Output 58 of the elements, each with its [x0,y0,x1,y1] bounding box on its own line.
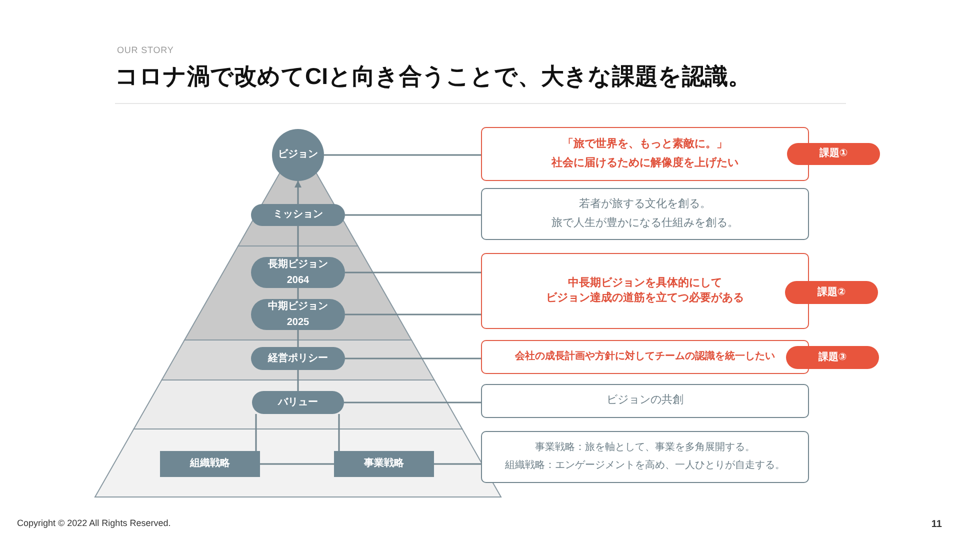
statement-text: 組織戦略：エンゲージメントを高め、一人ひとりが自走する。 [505,459,785,473]
circle-label: ビジョン [278,149,318,161]
connector-line [260,463,334,465]
statement-text: 若者が旅する文化を創る。 [579,196,711,212]
pill-label: 2064 [286,274,310,286]
level-pill [251,257,345,288]
issue-statement-box [481,127,809,181]
issue-badge [786,346,879,369]
copyright-notice: Copyright © 2022 All Rights Reserved. [17,518,171,528]
level-pill [252,391,344,414]
pill-label: 経営ポリシー [268,352,328,364]
statement-box [481,384,809,418]
connector-line [297,288,299,299]
connector-line [345,214,481,216]
connector-line [345,314,481,316]
connector-line [434,463,481,465]
issue-badge [785,281,878,304]
pill-label: 2025 [286,316,310,328]
connector-line [345,358,481,360]
strategy-block [160,451,260,477]
page-number: 11 [931,519,942,530]
connector-line [344,402,481,404]
strategy-label: 事業戦略 [364,458,404,470]
statement-text: 事業戦略：旅を軸として、事業を多角展開する。 [535,441,755,455]
pill-label: 長期ビジョン [268,258,328,270]
arrow [294,180,302,204]
section-label: OUR STORY [117,45,174,55]
statement-text: ビジョンの共創 [606,393,684,408]
statement-text: 中長期ビジョンを具体的にしてビジョン達成の道筋を立てつ必要がある [545,276,745,306]
connector-line [297,226,299,257]
statement-text: 会社の成長計画や方針に対してチームの認識を統一したい [515,350,775,364]
statement-text: 「旅で世界を、もっと素敵に。」 [562,136,728,152]
connector-line [324,154,481,156]
level-pill [251,299,345,330]
connector-line [345,272,481,274]
badge-label: 課題① [819,148,848,160]
badge-label: 課題② [817,286,846,298]
page-title: コロナ渦で改めてCIと向き合うことで、大きな課題を認識。 [115,63,751,91]
badge-label: 課題③ [818,352,847,364]
statement-box [481,431,809,483]
issue-statement-box [481,340,809,374]
connector-line [297,370,299,391]
connector-line [338,414,340,451]
vision-circle [272,129,324,181]
statement-text: 社会に届けるために解像度を上げたい [552,156,738,171]
issue-badge [787,143,880,165]
connector-line [297,330,299,347]
strategy-block [334,451,434,477]
connector-line [255,414,257,451]
pill-label: ミッション [273,209,323,221]
pill-label: 中期ビジョン [268,300,328,312]
strategy-label: 組織戦略 [190,458,230,470]
level-pill [251,347,345,370]
statement-box [481,188,809,240]
issue-statement-box [481,253,809,329]
pill-label: バリュー [278,396,318,408]
statement-text: 旅で人生が豊かになる仕組みを創る。 [552,216,738,231]
level-pill [251,204,345,226]
